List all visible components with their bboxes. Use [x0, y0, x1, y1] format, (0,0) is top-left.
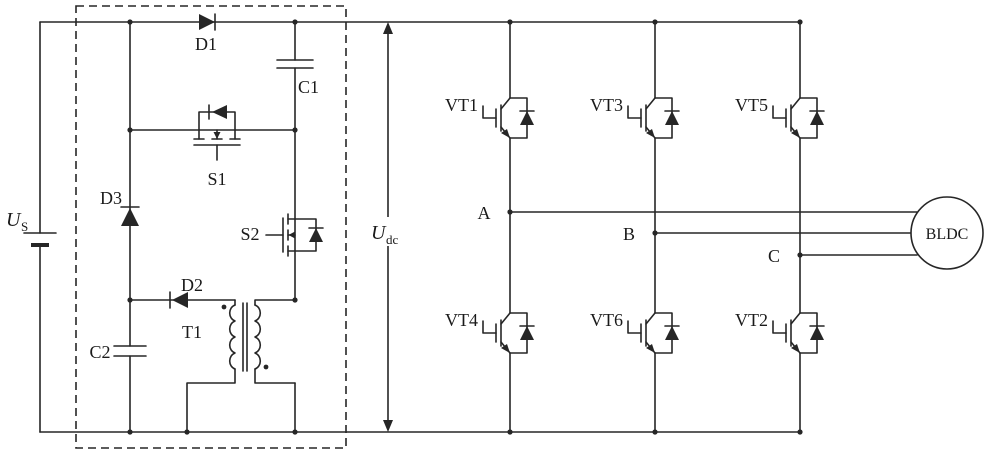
phase-label-a: A: [478, 203, 491, 223]
dc-link-voltage-label: U: [371, 222, 387, 244]
winding-polarity-dot: [263, 364, 269, 370]
igbt-vt6: [627, 312, 680, 354]
label-d1: D1: [195, 34, 217, 54]
phase-label-b: B: [623, 224, 635, 244]
label-s1: S1: [207, 169, 226, 189]
label-c1: C1: [298, 77, 319, 97]
mosfet-s1: [193, 104, 241, 161]
winding-polarity-dot: [221, 304, 227, 310]
dc-link-label-backdrop: [366, 217, 410, 246]
label-d2: D2: [181, 275, 203, 295]
label-vt6: VT6: [590, 310, 623, 330]
igbt-vt3: [627, 97, 680, 139]
igbt-vt5: [772, 97, 825, 139]
capacitor-c1: [276, 59, 314, 69]
igbt-vt1: [482, 97, 535, 139]
label-s2: S2: [240, 224, 259, 244]
dc-link-voltage-subscript: dc: [386, 232, 399, 247]
label-vt4: VT4: [445, 310, 478, 330]
motor-label: BLDC: [926, 226, 969, 243]
diode-d1: [199, 13, 216, 31]
mosfet-s2: [265, 213, 324, 257]
label-vt2: VT2: [735, 310, 768, 330]
source-voltage-label: U: [6, 209, 22, 231]
phase-label-c: C: [768, 246, 780, 266]
transformer-t1: [186, 299, 296, 433]
capacitor-c2: [113, 345, 147, 357]
label-d3: D3: [100, 188, 122, 208]
label-vt3: VT3: [590, 95, 623, 115]
diode-d3: [120, 206, 140, 226]
label-t1: T1: [182, 322, 202, 342]
igbt-vt2: [772, 312, 825, 354]
bldc-motor-circle: [910, 196, 984, 270]
label-vt1: VT1: [445, 95, 478, 115]
label-vt5: VT5: [735, 95, 768, 115]
battery-symbol: [23, 232, 57, 247]
source-voltage-subscript: S: [21, 219, 28, 234]
diode-d2: [169, 291, 188, 309]
label-c2: C2: [89, 342, 110, 362]
junction-dots: [127, 19, 803, 435]
converter-dashed-box: [75, 5, 347, 449]
igbt-vt4: [482, 312, 535, 354]
